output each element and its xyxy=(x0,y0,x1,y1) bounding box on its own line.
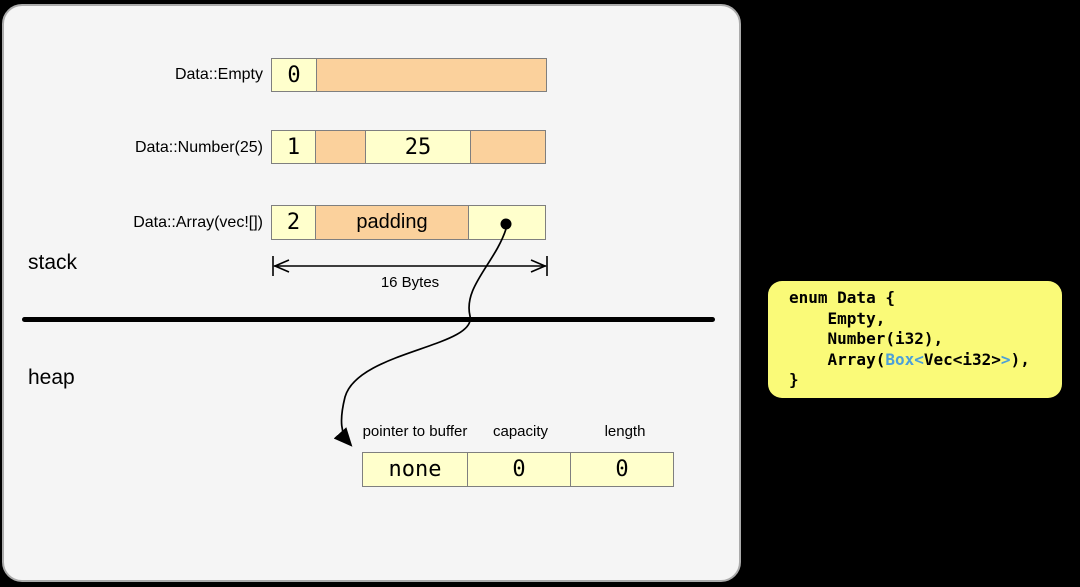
heap-header-capacity: capacity xyxy=(492,423,549,440)
memory-row-array: 2 padding xyxy=(271,205,546,240)
heap-capacity-cell: 0 xyxy=(466,452,572,487)
code-line-5: } xyxy=(789,370,799,389)
rust-code-block: enum Data { Empty, Number(i32), Array(Bo… xyxy=(768,281,1062,398)
heap-vec-struct: none 0 0 xyxy=(362,452,674,487)
padding-cell xyxy=(314,130,367,164)
code-line-2: Empty, xyxy=(789,308,886,328)
row-label-array: Data::Array(vec![]) xyxy=(133,214,263,231)
row-label-number: Data::Number(25) xyxy=(134,139,263,156)
row-label-empty: Data::Empty xyxy=(174,66,263,83)
memory-row-number: 1 25 xyxy=(271,130,546,164)
heap-header-pointer: pointer to buffer xyxy=(362,423,468,440)
code-line-1: enum Data { xyxy=(789,288,895,307)
unused-cell xyxy=(469,130,546,164)
stack-heap-divider xyxy=(22,317,715,322)
heap-label: heap xyxy=(28,366,75,389)
memory-row-empty: 0 xyxy=(271,58,547,92)
tag-cell: 0 xyxy=(271,58,317,92)
dimension-label: 16 Bytes xyxy=(380,274,440,291)
pointer-cell xyxy=(468,205,546,240)
code-line-3: Number(i32), xyxy=(789,329,944,348)
unused-cell xyxy=(315,58,547,92)
tag-cell: 2 xyxy=(271,205,316,240)
padding-cell: padding xyxy=(314,205,470,240)
stack-label: stack xyxy=(28,251,78,274)
code-line-4: Array(Box<Vec<i32>>), xyxy=(789,349,1030,369)
value-cell: 25 xyxy=(365,130,471,164)
heap-pointer-cell: none xyxy=(362,452,468,487)
heap-header-length: length xyxy=(604,423,646,440)
heap-length-cell: 0 xyxy=(570,452,674,487)
tag-cell: 1 xyxy=(271,130,316,164)
